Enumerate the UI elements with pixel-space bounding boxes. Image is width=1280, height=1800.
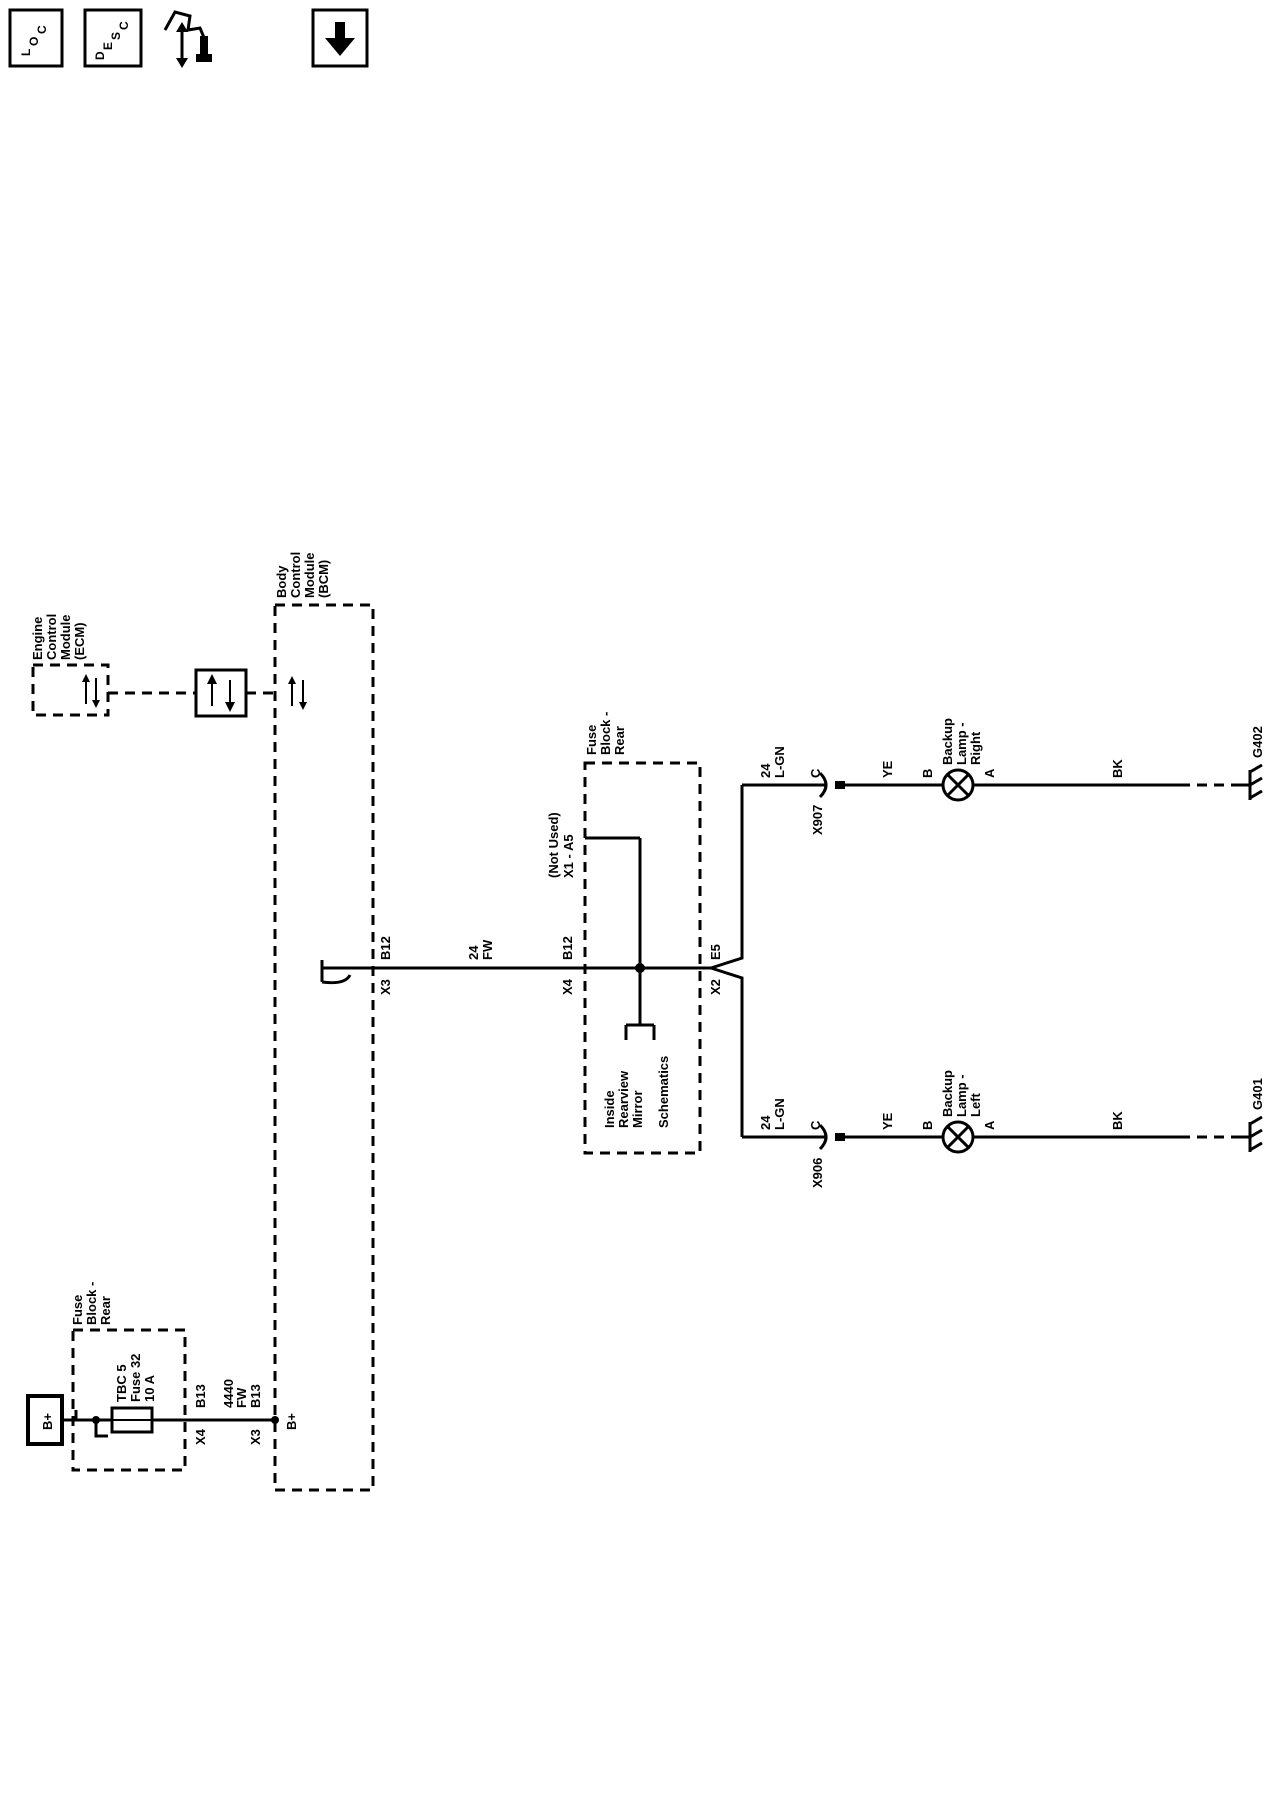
fuse-bus-symbol: [74, 1410, 108, 1438]
svg-text:L-GN: L-GN: [772, 1098, 787, 1130]
svg-text:Left: Left: [968, 1093, 983, 1118]
fuse-block-rear-mid: Fuse Block - Rear: [583, 712, 702, 1155]
svg-text:Control: Control: [288, 552, 303, 598]
svg-text:TBC 5: TBC 5: [114, 1364, 129, 1402]
svg-text:4440: 4440: [221, 1379, 236, 1408]
desc-icon[interactable]: D E S C: [83, 8, 143, 68]
svg-text:C: C: [117, 21, 131, 30]
svg-text:(ECM): (ECM): [72, 622, 87, 660]
svg-text:YE: YE: [880, 760, 895, 778]
svg-text:Block -: Block -: [84, 1282, 99, 1325]
fuse-32-icon: [110, 1406, 154, 1434]
svg-text:Block -: Block -: [598, 712, 613, 755]
svg-text:Fuse: Fuse: [584, 725, 599, 755]
mirror-ref-bracket: [624, 1023, 656, 1040]
svg-text:S: S: [109, 32, 123, 40]
svg-text:FW: FW: [234, 1387, 249, 1408]
svg-text:Mirror: Mirror: [630, 1090, 645, 1128]
svg-text:L-GN: L-GN: [772, 746, 787, 778]
svg-text:E5: E5: [708, 944, 723, 960]
svg-text:Engine: Engine: [30, 617, 45, 660]
arrow-down-icon[interactable]: [311, 8, 369, 68]
svg-text:10 A: 10 A: [142, 1374, 157, 1402]
svg-text:Inside: Inside: [602, 1090, 617, 1128]
svg-text:Body: Body: [274, 565, 289, 598]
svg-text:B12: B12: [378, 936, 393, 960]
svg-text:Module: Module: [58, 615, 73, 661]
backup-lamp-left-circuit: 24 L-GN C X906 YE B Backup Lamp - Left A…: [742, 1070, 1265, 1188]
fuse-block-rear-left: Fuse Block - Rear: [70, 1282, 187, 1472]
svg-text:Rear: Rear: [98, 1296, 113, 1325]
svg-text:A: A: [982, 1120, 997, 1130]
bcm-module: Body Control Module (BCM): [273, 552, 375, 1492]
svg-text:G401: G401: [1250, 1078, 1265, 1110]
svg-text:X906: X906: [810, 1158, 825, 1188]
svg-text:X4: X4: [193, 1428, 208, 1445]
svg-text:BK: BK: [1110, 1111, 1125, 1130]
svg-text:Backup: Backup: [940, 718, 955, 765]
svg-text:Right: Right: [968, 731, 983, 765]
svg-text:B12: B12: [560, 936, 575, 960]
serial-data-gateway-icon: [194, 668, 248, 718]
svg-text:B+: B+: [40, 1413, 55, 1430]
serial-data-arrows-icon: [82, 674, 100, 708]
svg-text:E: E: [101, 42, 115, 50]
wire-to-right-lamp: [710, 785, 744, 970]
svg-text:X1 - A5: X1 - A5: [561, 834, 576, 878]
svg-text:Fuse 32: Fuse 32: [128, 1354, 143, 1402]
svg-text:Module: Module: [302, 553, 317, 599]
svg-text:C: C: [808, 1120, 823, 1130]
connector-tool-icon[interactable]: [163, 10, 212, 68]
loc-icon[interactable]: L O C: [8, 8, 64, 68]
backup-lamp-right-circuit: 24 L-GN C X907 YE B Backup Lamp - Right …: [742, 718, 1265, 835]
svg-text:B: B: [920, 769, 935, 778]
svg-text:(BCM): (BCM): [316, 560, 331, 598]
svg-text:X2: X2: [708, 979, 723, 995]
svg-text:FW: FW: [480, 939, 495, 960]
svg-text:BK: BK: [1110, 759, 1125, 778]
connector-x906-icon: [818, 1123, 828, 1151]
svg-text:C: C: [35, 25, 49, 34]
svg-text:Fuse: Fuse: [70, 1295, 85, 1325]
ground-g401-icon: [1240, 1115, 1263, 1152]
svg-text:X4: X4: [560, 978, 575, 995]
svg-text:G402: G402: [1250, 726, 1265, 758]
svg-text:C: C: [808, 768, 823, 778]
svg-text:L: L: [19, 49, 33, 56]
svg-text:A: A: [982, 768, 997, 778]
svg-text:X3: X3: [378, 979, 393, 995]
lamp-left-icon: [941, 1120, 975, 1154]
wire-to-left-lamp: [710, 966, 744, 1137]
svg-text:X3: X3: [248, 1429, 263, 1445]
ground-g402-icon: [1240, 763, 1263, 800]
bcm-output-switch-icon: [320, 960, 352, 985]
ecm-module: Engine Control Module (ECM): [30, 614, 110, 717]
splice-point: [635, 963, 645, 973]
svg-text:X907: X907: [810, 805, 825, 835]
svg-text:24: 24: [758, 1115, 773, 1130]
svg-text:Lamp -: Lamp -: [954, 1074, 969, 1117]
svg-text:24: 24: [466, 945, 481, 960]
svg-text:Control: Control: [44, 614, 59, 660]
svg-text:D: D: [93, 51, 107, 60]
svg-text:24: 24: [758, 763, 773, 778]
svg-text:B: B: [920, 1121, 935, 1130]
svg-text:Lamp -: Lamp -: [954, 722, 969, 765]
svg-text:Rear: Rear: [612, 726, 627, 755]
svg-text:B+: B+: [284, 1413, 299, 1430]
connector-x907-icon: [818, 771, 828, 799]
svg-text:O: O: [27, 37, 41, 46]
bcm-serial-arrows-icon: [288, 676, 307, 710]
svg-text:Backup: Backup: [940, 1070, 955, 1117]
svg-text:(Not Used): (Not Used): [546, 812, 561, 878]
svg-text:Rearview: Rearview: [616, 1070, 631, 1128]
lamp-right-icon: [941, 768, 975, 802]
svg-text:YE: YE: [880, 1112, 895, 1130]
svg-text:Schematics: Schematics: [656, 1056, 671, 1128]
svg-text:B13: B13: [193, 1384, 208, 1408]
svg-text:B13: B13: [248, 1384, 263, 1408]
battery-positive: B+: [26, 1394, 64, 1446]
